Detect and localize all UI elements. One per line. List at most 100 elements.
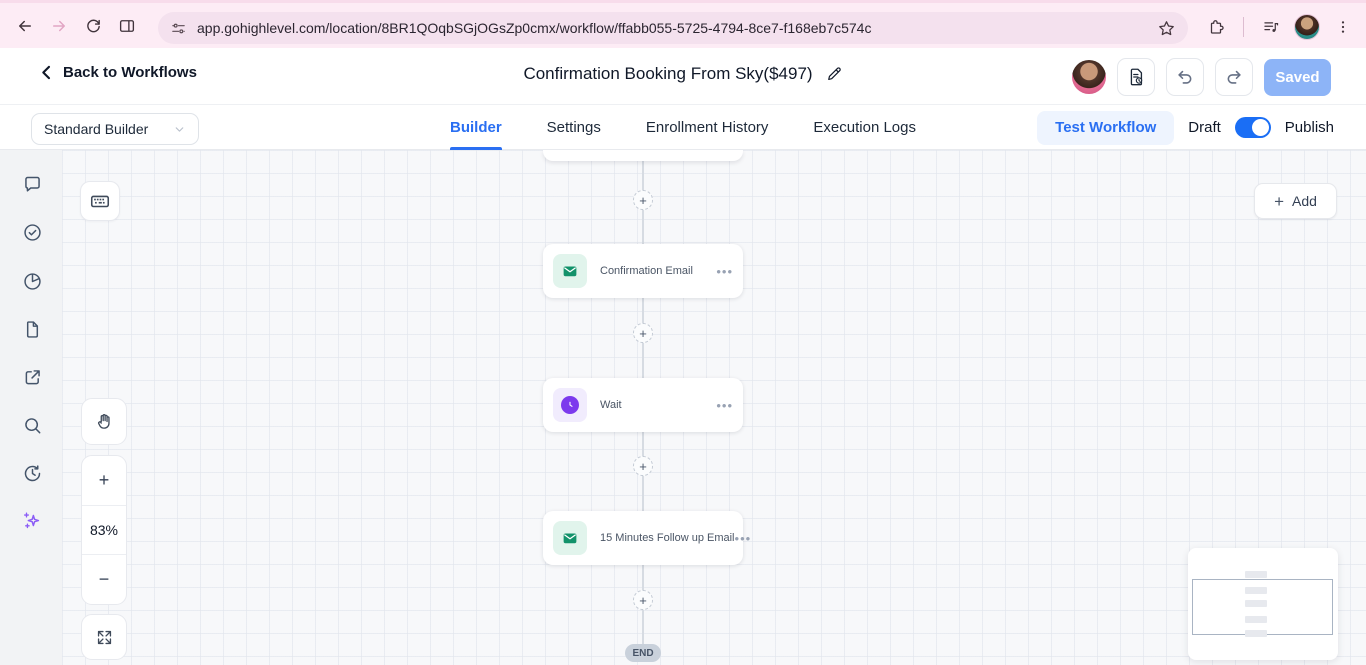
browser-back-button[interactable] (8, 9, 42, 43)
chevron-down-icon (175, 126, 184, 132)
sidebar-item-external-link[interactable] (21, 366, 43, 388)
browser-toolbar-right (1199, 10, 1360, 44)
document-history-icon (1130, 68, 1143, 86)
kebab-menu-icon (1341, 21, 1345, 33)
plus-icon: + (1274, 191, 1284, 211)
back-to-workflows-link[interactable]: Back to Workflows (38, 64, 197, 81)
builder-select-value: Standard Builder (44, 121, 149, 137)
pan-tool-button[interactable] (81, 398, 127, 445)
redo-button[interactable] (1215, 58, 1253, 96)
side-panel-icon (119, 19, 135, 32)
search-icon (24, 417, 40, 433)
test-workflow-button[interactable]: Test Workflow (1037, 110, 1175, 145)
check-circle-icon (23, 223, 41, 241)
zoom-out-button[interactable]: − (82, 554, 126, 604)
refresh-icon (86, 19, 100, 33)
hand-icon (97, 414, 110, 429)
chevron-left-icon (42, 65, 51, 80)
node-menu-button[interactable]: ••• (716, 263, 733, 279)
url-text[interactable]: app.gohighlevel.com/location/8BR1QOqbSGj… (197, 20, 872, 36)
tab-enrollment-history[interactable]: Enrollment History (645, 119, 769, 136)
node-followup-email[interactable]: 15 Minutes Follow up Email ••• (543, 511, 750, 565)
sidebar-item-ai-assistant[interactable] (21, 510, 43, 532)
node-label: 15 Minutes Follow up Email (600, 532, 735, 544)
browser-profile-avatar[interactable] (1294, 14, 1320, 40)
add-step-button-1[interactable]: + (633, 190, 653, 210)
chat-bubble-icon (24, 176, 40, 192)
minimap-node (1245, 630, 1267, 637)
fit-view-button[interactable] (81, 614, 127, 660)
browser-side-panel-button[interactable] (110, 9, 144, 43)
offscreen-node-edge (543, 150, 743, 161)
minimap-node (1245, 587, 1267, 594)
email-action-icon (553, 521, 587, 555)
external-link-icon (25, 369, 40, 384)
sidebar-item-history[interactable] (21, 462, 43, 484)
file-icon (26, 320, 38, 338)
toolbar-row: Standard Builder Builder Settings Enroll… (0, 105, 1366, 150)
expand-arrows-icon (97, 630, 111, 644)
toolbar-right: Test Workflow Draft Publish (1037, 105, 1334, 150)
node-menu-button[interactable]: ••• (734, 530, 752, 546)
browser-menu-button[interactable] (1326, 10, 1360, 44)
bookmark-star-icon[interactable] (1157, 19, 1176, 38)
tab-builder[interactable]: Builder (449, 105, 502, 150)
versions-button[interactable] (1117, 58, 1155, 96)
extensions-button[interactable] (1199, 10, 1233, 44)
minimap-node (1245, 616, 1267, 623)
sidebar-item-comments[interactable] (21, 173, 43, 195)
browser-forward-button[interactable] (42, 9, 76, 43)
toggle-knob (1251, 119, 1269, 136)
add-step-button-4[interactable]: + (633, 590, 653, 610)
add-action-button[interactable]: + Add (1254, 183, 1337, 219)
sidebar-item-documents[interactable] (21, 318, 43, 340)
tab-execution-logs[interactable]: Execution Logs (813, 119, 916, 136)
workflow-end-badge: END (625, 644, 661, 662)
workflow-tabs: Builder Settings Enrollment History Exec… (0, 105, 1366, 150)
keyboard-shortcuts-button[interactable] (80, 181, 120, 221)
user-avatar[interactable] (1072, 60, 1106, 94)
site-settings-icon[interactable] (170, 20, 187, 37)
playlist-icon (1264, 22, 1279, 32)
extensions-puzzle-icon (1210, 20, 1224, 34)
browser-refresh-button[interactable] (76, 9, 110, 43)
undo-button[interactable] (1166, 58, 1204, 96)
workflow-canvas[interactable]: + + + + Confirmation Email ••• Wait ••• (62, 150, 1366, 665)
sidebar-item-search[interactable] (21, 414, 43, 436)
sidebar-item-stats[interactable] (21, 270, 43, 292)
zoom-in-button[interactable]: + (98, 469, 110, 490)
minimap-node (1245, 600, 1267, 607)
email-action-icon (553, 254, 587, 288)
node-confirmation-email[interactable]: Confirmation Email ••• (543, 244, 743, 298)
undo-icon (1178, 70, 1192, 84)
sidebar-item-tasks[interactable] (21, 221, 43, 243)
sparkles-icon (23, 512, 40, 529)
left-sidebar (0, 150, 62, 665)
add-button-label: Add (1292, 193, 1317, 209)
url-bar[interactable]: app.gohighlevel.com/location/8BR1QOqbSGj… (158, 12, 1188, 44)
draft-label: Draft (1188, 119, 1221, 136)
tab-settings[interactable]: Settings (546, 119, 601, 136)
playlist-button[interactable] (1254, 10, 1288, 44)
zoom-controls: + 83% − (81, 455, 127, 605)
node-label: Wait (600, 399, 622, 411)
edit-title-icon[interactable] (825, 65, 843, 83)
canvas-minimap[interactable] (1188, 548, 1338, 660)
saved-button[interactable]: Saved (1264, 58, 1331, 96)
add-step-button-2[interactable]: + (633, 323, 653, 343)
zoom-level-indicator: 83% (82, 504, 126, 555)
node-menu-button[interactable]: ••• (716, 397, 733, 413)
app-header: Back to Workflows Confirmation Booking F… (0, 48, 1366, 105)
forward-arrow-icon (53, 20, 65, 31)
workflow-title: Confirmation Booking From Sky($497) (523, 64, 813, 83)
wait-action-icon (553, 388, 587, 422)
redo-icon (1227, 70, 1241, 84)
builder-type-select[interactable]: Standard Builder (31, 113, 199, 145)
publish-toggle[interactable] (1234, 117, 1271, 138)
node-wait[interactable]: Wait ••• (543, 378, 743, 432)
pie-chart-icon (23, 272, 41, 290)
minimap-node (1245, 571, 1267, 578)
toolbar-divider (1243, 17, 1244, 37)
add-step-button-3[interactable]: + (633, 456, 653, 476)
